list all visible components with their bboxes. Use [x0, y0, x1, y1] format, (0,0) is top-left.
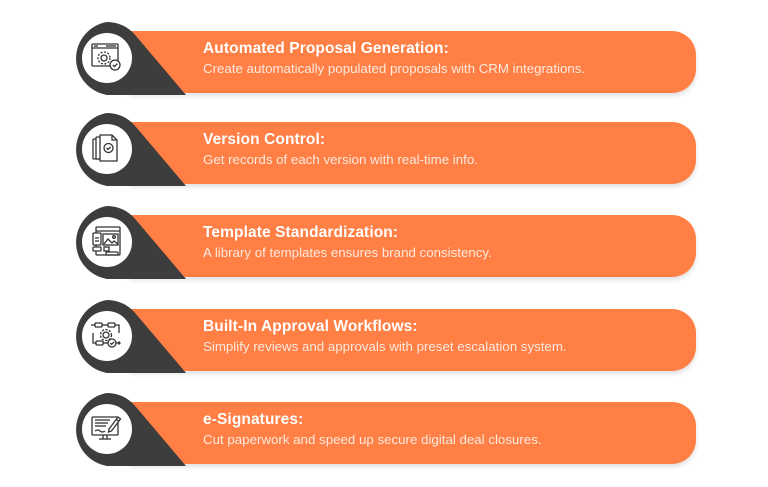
feature-row-version-control: Version Control: Get records of each ver…	[0, 113, 768, 203]
feature-title: e-Signatures:	[203, 411, 304, 428]
feature-pill	[130, 309, 696, 371]
feature-pill	[130, 215, 696, 277]
feature-row-built-in-approval-workflows: Built-In Approval Workflows: Simplify re…	[0, 300, 768, 390]
feature-row-e-signatures: e-Signatures: Cut paperwork and speed up…	[0, 393, 768, 483]
feature-pill	[130, 402, 696, 464]
feature-row-template-standardization: Template Standardization: A library of t…	[0, 206, 768, 296]
workflow-gear-check-icon	[84, 313, 130, 359]
feature-pill	[130, 31, 696, 93]
feature-description: Cut paperwork and speed up secure digita…	[203, 432, 542, 447]
feature-description: Create automatically populated proposals…	[203, 61, 586, 76]
template-layout-icon	[84, 219, 130, 265]
automation-gear-window-icon	[84, 35, 130, 81]
feature-pill	[130, 122, 696, 184]
feature-title: Version Control:	[203, 131, 326, 148]
monitor-pen-signature-icon	[84, 406, 130, 452]
feature-title: Template Standardization:	[203, 224, 399, 241]
feature-description: Simplify reviews and approvals with pres…	[203, 339, 567, 354]
feature-row-automated-proposal-generation: Automated Proposal Generation: Create au…	[0, 22, 768, 112]
feature-description: Get records of each version with real-ti…	[203, 152, 478, 167]
document-stack-check-icon	[84, 126, 130, 172]
feature-title: Automated Proposal Generation:	[203, 40, 449, 57]
feature-title: Built-In Approval Workflows:	[203, 318, 418, 335]
feature-description: A library of templates ensures brand con…	[203, 245, 492, 260]
